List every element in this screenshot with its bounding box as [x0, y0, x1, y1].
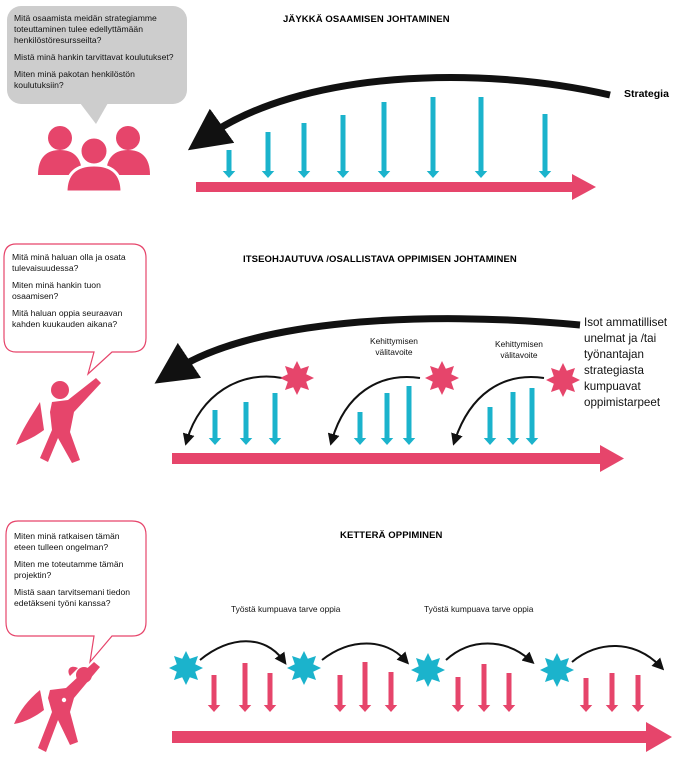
- pink-down-arrow: [503, 673, 516, 712]
- teal-star: [169, 651, 203, 685]
- need-label-2: Työstä kumpuava tarve oppia: [424, 604, 533, 615]
- superwoman-icon: [14, 662, 100, 752]
- pink-star: [425, 361, 459, 395]
- section1-bubble-text: Mitä osaamista meidän strategiamme toteu…: [14, 13, 184, 97]
- need-label-1: Työstä kumpuava tarve oppia: [231, 604, 340, 615]
- need-curve-arrow: [572, 646, 660, 666]
- pink-down-arrow: [478, 664, 491, 712]
- section3-title: KETTERÄ OPPIMINEN: [340, 530, 443, 541]
- teal-down-arrow: [484, 407, 497, 445]
- teal-down-arrow: [240, 402, 253, 445]
- pink-down-arrow: [452, 677, 465, 712]
- section3-question-3: Mistä saan tarvitsemani tiedon edetäksen…: [14, 587, 142, 609]
- need-curve-arrow: [446, 644, 530, 661]
- teal-star: [287, 651, 321, 685]
- teal-down-arrow: [427, 97, 440, 178]
- teal-down-arrow: [298, 123, 311, 178]
- superhero-icon: [16, 378, 101, 463]
- strategy-label: Strategia: [624, 88, 669, 100]
- section2-milestone-stars: [280, 361, 580, 397]
- section1-title: JÄYKKÄ OSAAMISEN JOHTAMINEN: [283, 14, 450, 25]
- teal-down-arrow: [354, 412, 367, 445]
- milestone-label-1: Kehittymisen välitavoite: [370, 336, 418, 358]
- pink-down-arrow: [580, 678, 593, 712]
- teal-down-arrow: [539, 114, 552, 178]
- teal-down-arrow: [378, 102, 391, 178]
- teal-down-arrow: [269, 393, 282, 445]
- section3-question-1: Miten minä ratkaisen tämän eteen tulleen…: [14, 531, 142, 553]
- pink-down-arrow: [606, 673, 619, 712]
- pink-down-arrow: [334, 675, 347, 712]
- section3-stars: [169, 651, 574, 687]
- section2-question-2: Miten minä hankin tuon osaamisen?: [12, 280, 142, 302]
- section3-bubble-text: Miten minä ratkaisen tämän eteen tulleen…: [14, 531, 142, 615]
- section2-bubble-text: Mitä minä haluan olla ja osata tulevaisu…: [12, 252, 142, 336]
- teal-down-arrow: [209, 410, 222, 445]
- section2-teal-arrows: [209, 386, 539, 445]
- section2-question-1: Mitä minä haluan olla ja osata tulevaisu…: [12, 252, 142, 274]
- pink-down-arrow: [264, 673, 277, 712]
- section3-question-2: Miten me toteutamme tämän projektin?: [14, 559, 142, 581]
- teal-down-arrow: [337, 115, 350, 178]
- teal-down-arrow: [381, 393, 394, 445]
- milestone-curve-arrow: [187, 377, 282, 440]
- teal-down-arrow: [403, 386, 416, 445]
- teal-down-arrow: [526, 388, 539, 445]
- need-curve-arrow: [200, 641, 283, 660]
- group-of-people-icon: [38, 126, 150, 192]
- pink-star: [280, 361, 314, 395]
- teal-down-arrow: [475, 97, 488, 178]
- teal-star: [411, 653, 445, 687]
- section1-timeline-arrow: [196, 174, 596, 200]
- section1-question-2: Mistä minä hankin tarvittavat koulutukse…: [14, 52, 184, 63]
- teal-star: [540, 653, 574, 687]
- pink-down-arrow: [385, 672, 398, 712]
- pink-down-arrow: [359, 662, 372, 712]
- section2-title: ITSEOHJAUTUVA /OSALLISTAVA OPPIMISEN JOH…: [243, 254, 517, 265]
- teal-down-arrow: [223, 150, 236, 178]
- section2-question-3: Mitä haluan oppia seuraavan kahden kuuka…: [12, 308, 142, 330]
- section2-side-text: Isot ammatilliset unelmat ja /tai työnan…: [584, 315, 676, 411]
- section3-timeline-arrow: [172, 722, 672, 752]
- pink-down-arrow: [208, 675, 221, 712]
- teal-down-arrow: [507, 392, 520, 445]
- teal-down-arrow: [262, 132, 275, 178]
- section1-teal-arrows: [223, 97, 552, 178]
- milestone-label-2: Kehittymisen välitavoite: [495, 339, 543, 361]
- section2-timeline-arrow: [172, 445, 624, 472]
- pink-star: [546, 363, 580, 397]
- section1-question-1: Mitä osaamista meidän strategiamme toteu…: [14, 13, 184, 46]
- pink-down-arrow: [632, 675, 645, 712]
- section1-strategy-curve-arrow: [205, 77, 610, 138]
- need-curve-arrow: [322, 644, 405, 661]
- pink-down-arrow: [239, 663, 252, 712]
- section1-question-3: Miten minä pakotan henkilöstön koulutuks…: [14, 69, 184, 91]
